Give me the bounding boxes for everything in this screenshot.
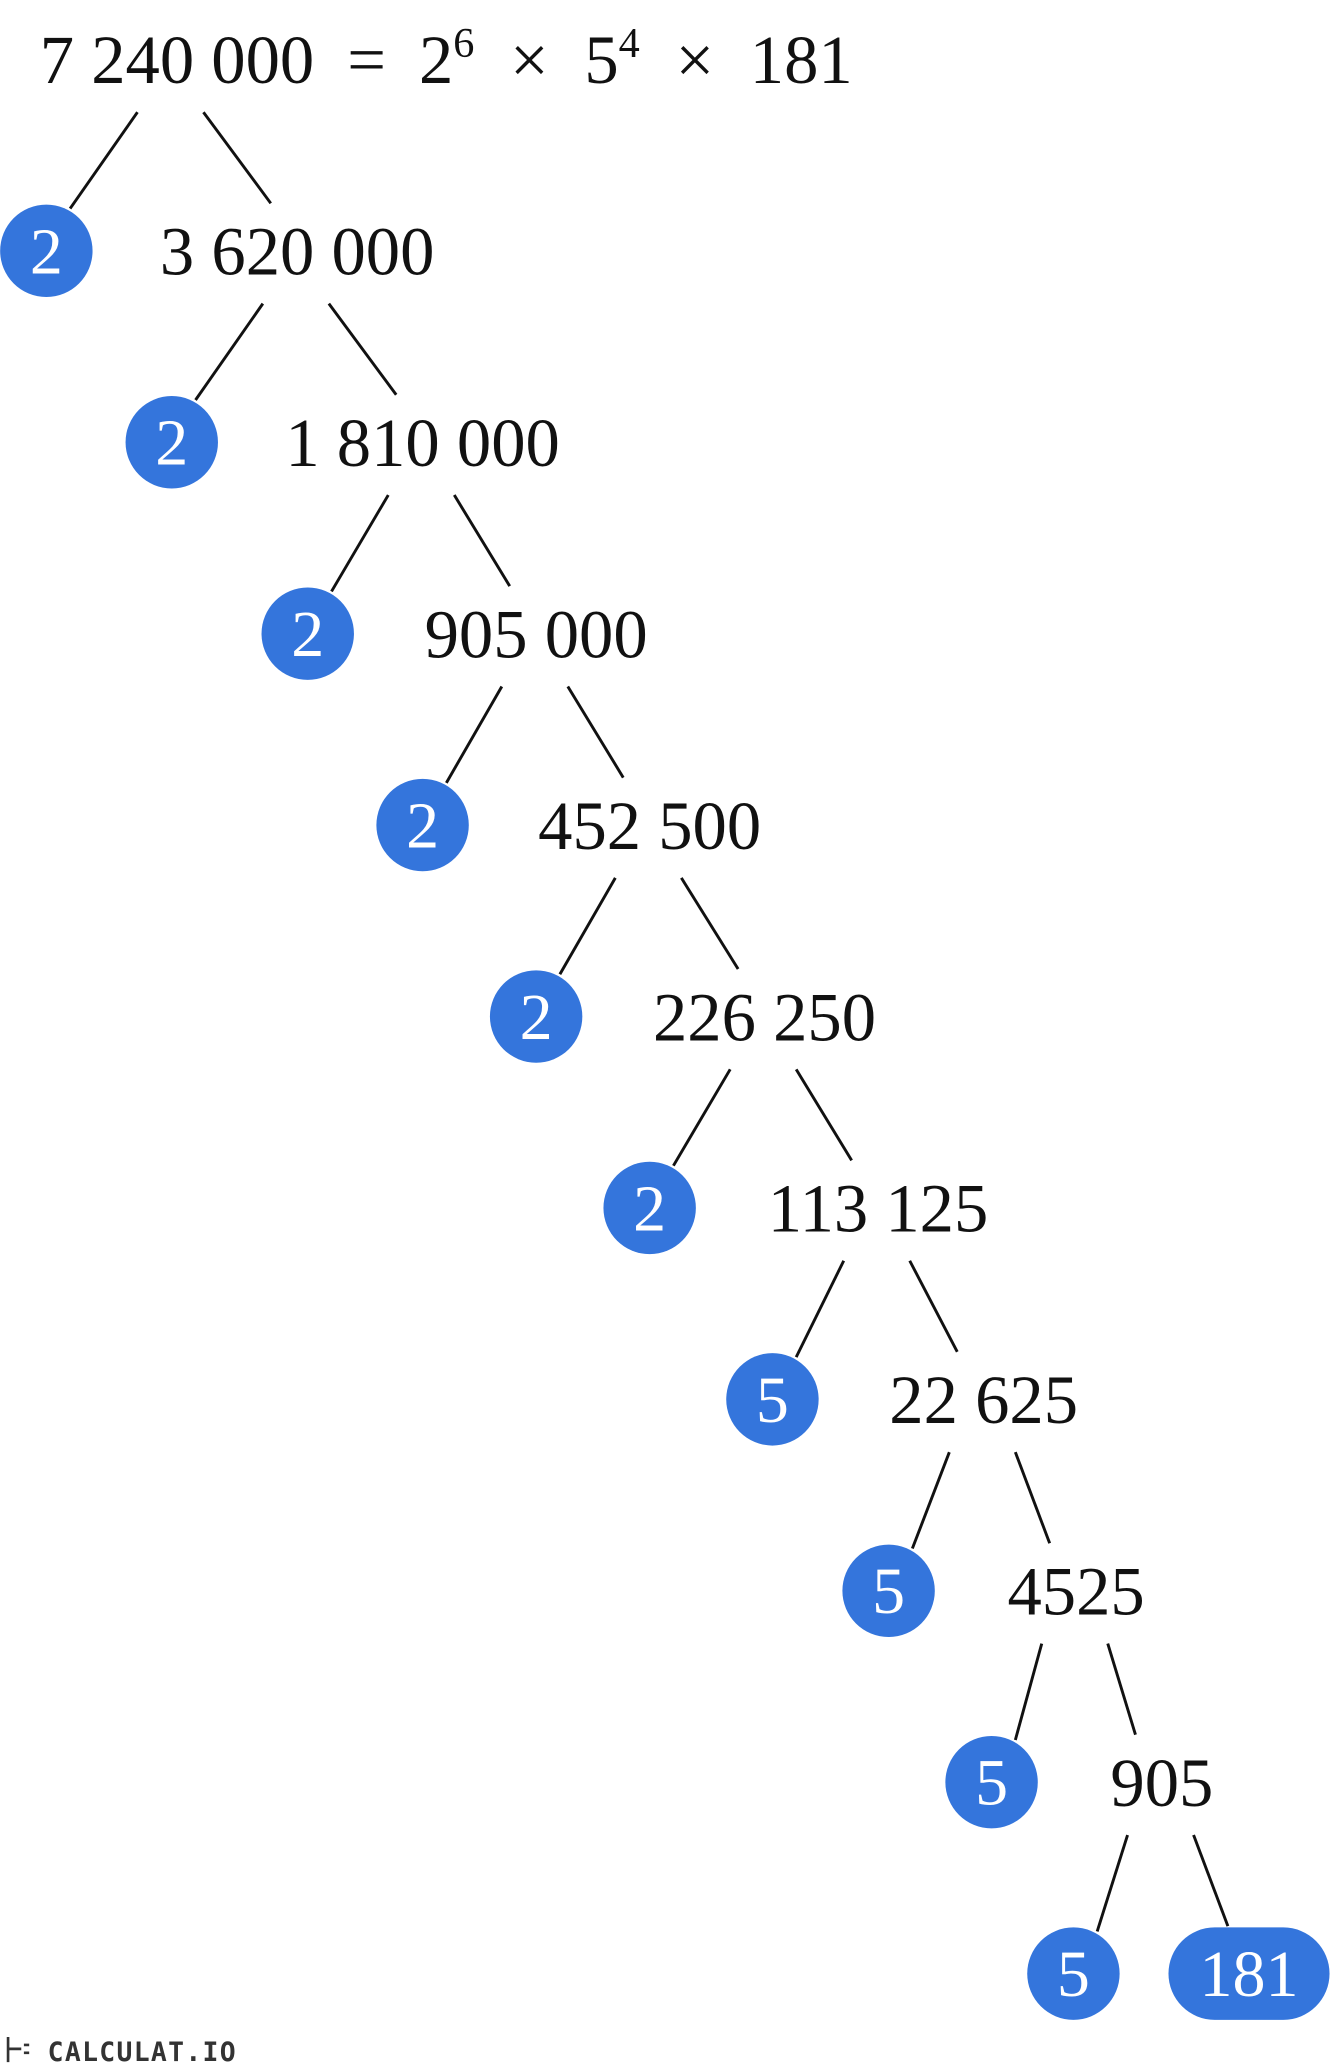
- prime-factor-circle: [376, 778, 469, 872]
- branch-right: [680, 877, 740, 970]
- prime-factor-node: 2: [376, 778, 469, 872]
- prime-factor-circle: [261, 587, 354, 680]
- prime-factor-circle: [726, 1353, 819, 1446]
- quotient-node: 3 620 000: [160, 214, 435, 290]
- tree-branches: [68, 111, 1230, 1932]
- factorization-formula: 7 240 000 = 26 × 54 × 181: [40, 0, 853, 98]
- prime-factor-label: 2: [520, 981, 553, 1054]
- prime-factor-label: 5: [872, 1555, 905, 1628]
- prime-factor-circle: [842, 1544, 935, 1637]
- times-sign: ×: [510, 22, 549, 98]
- quotient-node: 905 000: [425, 596, 648, 672]
- prime-factor-circle: [945, 1736, 1038, 1829]
- branch-left: [558, 877, 617, 975]
- prime-factor-circle: [489, 970, 583, 1063]
- prime-factor-label: 5: [1057, 1938, 1090, 2011]
- prime-factor-label: 2: [155, 407, 188, 480]
- branch-right: [1192, 1834, 1230, 1927]
- factor-exponent: 6: [453, 20, 474, 67]
- equals-sign: =: [347, 22, 386, 98]
- quotient-node: 4525: [1007, 1554, 1144, 1630]
- prime-factor-node: 2: [261, 587, 354, 680]
- branch-left: [68, 111, 139, 210]
- factor-exponent: 4: [619, 20, 640, 67]
- branch-right: [908, 1260, 959, 1353]
- prime-factor-node: 2: [603, 1161, 696, 1255]
- prime-factor-label: 5: [975, 1747, 1008, 1820]
- tree-nodes: 2 3 620 000 2 1 810 000 2 905 000 2 452 500 2 226…: [0, 204, 1330, 2020]
- branch-right: [566, 685, 625, 779]
- factor-base: 2: [419, 22, 453, 98]
- factor-base: 5: [584, 22, 618, 98]
- prime-factor-node: 5: [1027, 1927, 1120, 2020]
- calculat-logo: CALCULAT.IO: [6, 2036, 237, 2068]
- branch-left: [1013, 1643, 1044, 1741]
- prime-factor-node: 5: [842, 1544, 935, 1637]
- prime-factor-node: 2: [489, 970, 583, 1063]
- quotient-node: 226 250: [653, 979, 876, 1055]
- quotient-node: 452 500: [538, 788, 761, 864]
- branch-left: [445, 685, 504, 784]
- quotient-node: 905: [1110, 1745, 1213, 1821]
- branch-left: [194, 302, 265, 401]
- branch-left: [330, 494, 390, 593]
- quotient-node: 113 125: [768, 1171, 988, 1247]
- quotient-node: 22 625: [889, 1362, 1078, 1438]
- prime-factor-label: 2: [406, 790, 439, 863]
- original-number: 7 240 000: [40, 22, 315, 98]
- prime-factor-circle: [0, 204, 93, 298]
- branch-right: [202, 111, 272, 205]
- prime-factor-node: 2: [0, 204, 93, 298]
- times-sign: ×: [675, 22, 714, 98]
- quotient-node: 1 810 000: [285, 405, 559, 481]
- branch-left: [672, 1068, 732, 1167]
- branch-right: [1013, 1451, 1052, 1544]
- prime-factor-label: 5: [756, 1364, 789, 1437]
- prime-factor-label: 2: [291, 598, 324, 671]
- prime-factor-label: 2: [633, 1172, 666, 1245]
- prime-factor-circle: [603, 1161, 696, 1255]
- branch-right: [1106, 1643, 1137, 1736]
- prime-factor-node: 5: [726, 1353, 819, 1446]
- branch-left: [1095, 1834, 1129, 1932]
- factor-base: 181: [750, 22, 853, 98]
- logo-text: CALCULAT.IO: [48, 2037, 237, 2068]
- last-prime-factor-pill: [1168, 1927, 1330, 2020]
- last-prime-factor-label: 181: [1200, 1938, 1299, 2011]
- prime-factor-circle: [125, 396, 218, 489]
- branch-left: [911, 1451, 951, 1550]
- branch-right: [327, 302, 398, 396]
- branch-left: [794, 1260, 846, 1358]
- svg-text:7 240 000 = 26: 7 240 000 = 26 × 54 × 181: [40, 0, 853, 98]
- prime-factor-node: 5: [945, 1736, 1038, 1829]
- branch-right: [453, 494, 511, 587]
- branch-right: [794, 1068, 853, 1162]
- last-prime-factor-node: 181: [1168, 1927, 1330, 2020]
- prime-factor-node: 2: [125, 396, 218, 489]
- prime-factor-circle: [1027, 1927, 1120, 2020]
- prime-factor-label: 2: [30, 215, 63, 288]
- logo-icon: [6, 2036, 30, 2063]
